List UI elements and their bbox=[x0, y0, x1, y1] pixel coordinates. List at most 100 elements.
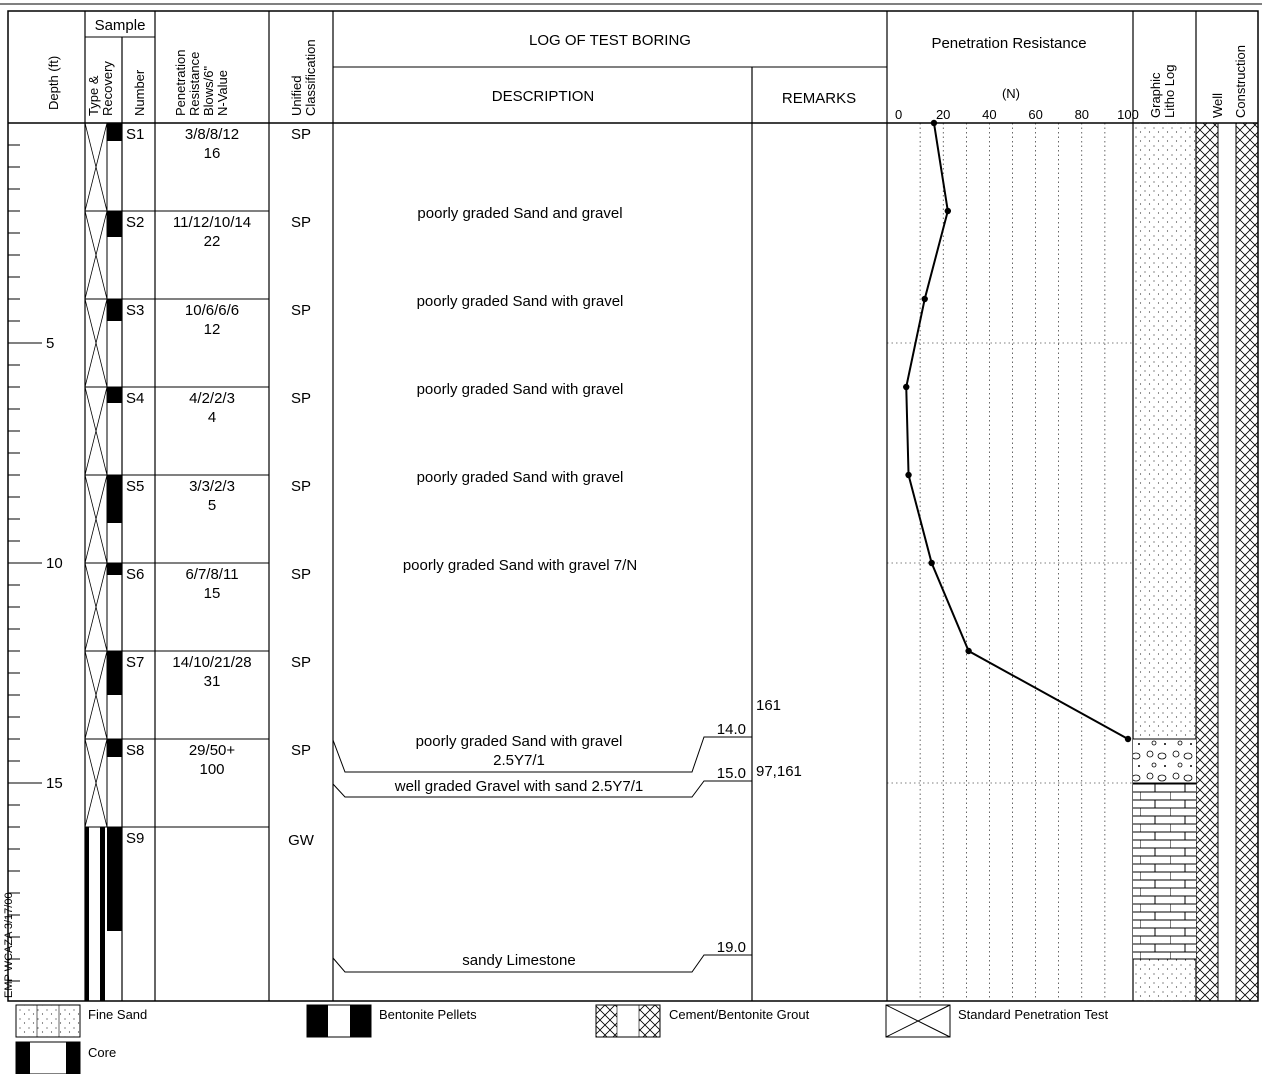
log-title: LOG OF TEST BORING bbox=[529, 32, 691, 49]
legend-grout-label: Cement/Bentonite Grout bbox=[669, 1007, 810, 1022]
sample-number: S4 bbox=[126, 390, 144, 407]
type-header-line1: Type & bbox=[86, 75, 101, 116]
blows-text: 4/2/2/3 bbox=[189, 390, 235, 407]
stratum-text: 2.5Y7/1 bbox=[493, 752, 545, 769]
recovery-bar bbox=[107, 563, 122, 575]
well-grout-right bbox=[1236, 123, 1258, 1001]
uscs-class: SP bbox=[291, 566, 311, 583]
stratum-text: poorly graded Sand with gravel bbox=[416, 733, 623, 750]
recovery-bar bbox=[107, 739, 122, 757]
strata-descriptions: poorly graded Sand with gravel 2.5Y7/1 14.… bbox=[332, 721, 752, 973]
sample-header: Sample bbox=[95, 17, 146, 34]
n-tick-label: 20 bbox=[936, 107, 950, 122]
n-value-text: 31 bbox=[204, 673, 221, 690]
n-tick-label: 100 bbox=[1117, 107, 1139, 122]
stratum: sandy Limestone 19.0 bbox=[332, 939, 752, 973]
well-header-1: Well bbox=[1210, 93, 1225, 118]
recovery-bar bbox=[107, 123, 122, 141]
blows-text: 6/7/8/11 bbox=[185, 566, 238, 583]
column-dividers bbox=[84, 11, 1197, 1001]
number-header: Number bbox=[132, 69, 147, 116]
stratum-bracket bbox=[332, 736, 752, 773]
penetration-header-3: Blows/6" bbox=[201, 65, 216, 116]
depth-label: 5 bbox=[46, 335, 54, 352]
stratum-text: sandy Limestone bbox=[462, 952, 575, 969]
n-value-text: 4 bbox=[208, 409, 216, 426]
uscs-class: SP bbox=[291, 654, 311, 671]
sample-row: S1 3/8/8/12 16 SP bbox=[84, 122, 311, 212]
graphic-litho-log bbox=[1133, 123, 1196, 1001]
stratum-depth: 19.0 bbox=[717, 939, 746, 956]
litho-sand-bottom bbox=[1133, 959, 1196, 1001]
remarks-header: REMARKS bbox=[782, 90, 856, 107]
sample-number: S2 bbox=[126, 214, 144, 231]
legend-fine-sand-label: Fine Sand bbox=[88, 1007, 147, 1022]
uscs-class: SP bbox=[291, 390, 311, 407]
sample-number: S1 bbox=[126, 126, 144, 143]
uscs-class: SP bbox=[291, 478, 311, 495]
graphic-header-2: Litho Log bbox=[1162, 65, 1177, 119]
blows-text: 10/6/6/6 bbox=[185, 302, 239, 319]
legend-spt: Standard Penetration Test bbox=[885, 1004, 1108, 1038]
stratum-bracket bbox=[332, 954, 752, 973]
legend-core: Core bbox=[15, 1041, 116, 1074]
sample-number: S9 bbox=[126, 830, 144, 847]
sample-number: S5 bbox=[126, 478, 144, 495]
n-value-text: 100 bbox=[199, 761, 224, 778]
legend-bentonite-label: Bentonite Pellets bbox=[379, 1007, 477, 1022]
blows-text: 3/8/8/12 bbox=[185, 126, 239, 143]
penetration-header-1: Penetration bbox=[173, 50, 188, 117]
recovery-bar bbox=[107, 387, 122, 403]
litho-gravel bbox=[1133, 739, 1196, 783]
n-value-point bbox=[965, 647, 972, 655]
blows-text: 14/10/21/28 bbox=[172, 654, 251, 671]
n-tick-label: 40 bbox=[982, 107, 996, 122]
sample-number: S8 bbox=[126, 742, 144, 759]
depth-label: 10 bbox=[46, 555, 63, 572]
uscs-class: SP bbox=[291, 742, 311, 759]
sample-number: S3 bbox=[126, 302, 144, 319]
sample-row: S8 29/50+ 100 SP bbox=[84, 738, 311, 828]
legend-bentonite-pellets: Bentonite Pellets bbox=[306, 1004, 477, 1038]
n-value-text: 5 bbox=[208, 497, 216, 514]
description-header: DESCRIPTION bbox=[492, 88, 595, 105]
pen-resistance-header: Penetration Resistance bbox=[931, 35, 1086, 52]
penetration-header-2: Resistance bbox=[187, 52, 202, 116]
uscs-class: SP bbox=[291, 214, 311, 231]
graphic-header-1: Graphic bbox=[1148, 72, 1163, 118]
n-value-text: 15 bbox=[204, 585, 221, 602]
blows-text: 3/3/2/3 bbox=[189, 478, 235, 495]
sample-number: S6 bbox=[126, 566, 144, 583]
n-value-point bbox=[944, 207, 952, 215]
legend-fine-sand: Fine Sand bbox=[15, 1004, 147, 1038]
legend: Fine Sand Bentonite Pellets Cement/Bento… bbox=[15, 1004, 1108, 1074]
n-value-line bbox=[905, 122, 1129, 740]
stratum-depth: 15.0 bbox=[717, 765, 746, 782]
well-grout-left bbox=[1196, 123, 1218, 1001]
stratum-bracket bbox=[332, 780, 752, 798]
n-value-point bbox=[903, 383, 910, 391]
n-value-point bbox=[930, 119, 938, 127]
uscs-class: SP bbox=[291, 302, 311, 319]
remark-text: 161 bbox=[756, 697, 781, 714]
n-value-text: 16 bbox=[204, 145, 221, 162]
stratum: well graded Gravel with sand 2.5Y7/115.0 bbox=[332, 765, 752, 798]
legend-spt-label: Standard Penetration Test bbox=[958, 1007, 1108, 1022]
n-value-text: 22 bbox=[204, 233, 221, 250]
n-tick-label: 60 bbox=[1028, 107, 1042, 122]
recovery-bar bbox=[107, 651, 122, 695]
n-tick-label: 0 bbox=[895, 107, 902, 122]
recovery-bar bbox=[107, 211, 122, 237]
blows-text: 29/50+ bbox=[189, 742, 236, 759]
core-bar bbox=[85, 827, 89, 1001]
stratum: poorly graded Sand with gravel 2.5Y7/1 14.… bbox=[332, 721, 752, 773]
uscs-class: SP bbox=[291, 126, 311, 143]
stratum-depth: 14.0 bbox=[717, 721, 746, 738]
